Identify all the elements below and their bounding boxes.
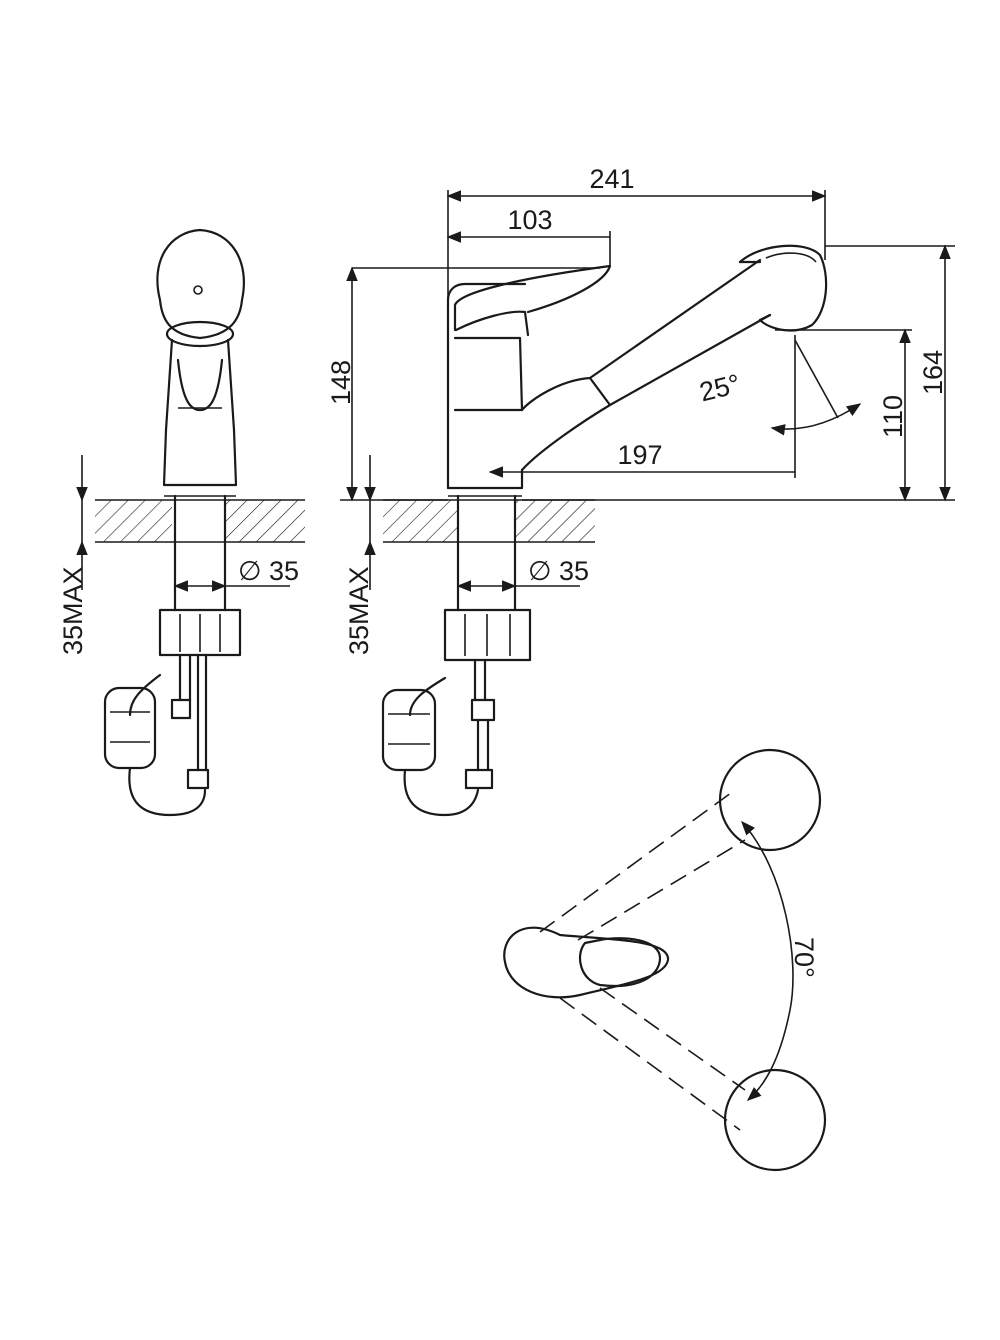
- hose-front: [178, 653, 192, 702]
- lever-handle-side: [453, 264, 612, 332]
- valve-cartridge-front: [103, 686, 157, 770]
- counter-max-label-side: 35MAX: [344, 566, 374, 655]
- base-diameter-label-side: ∅ 35: [528, 556, 589, 586]
- spray-nozzle-front: [165, 320, 235, 348]
- spout-reach-label: 197: [617, 440, 662, 470]
- spray-angle-label: 25°: [696, 368, 743, 407]
- height-spout-tip-label: 110: [878, 395, 908, 438]
- mounting-nut-front: [158, 608, 242, 657]
- top-view: 70°: [503, 748, 827, 1172]
- lever-grip-top: [578, 937, 662, 988]
- width-total-label: 241: [589, 164, 634, 194]
- height-outlet-label: 164: [918, 350, 948, 395]
- counter-max-label-front: 35MAX: [58, 566, 88, 655]
- valve-cartridge-side: [381, 688, 437, 772]
- height-handle-label: 148: [326, 360, 356, 405]
- faucet-body-front: [162, 338, 238, 487]
- hose-side: [473, 658, 487, 702]
- front-view: 35MAX ∅ 35: [58, 228, 305, 817]
- lever-top: [503, 926, 670, 999]
- lever-position-left: [718, 748, 822, 852]
- mounting-nut-side: [443, 608, 532, 662]
- handle-reach-label: 103: [507, 205, 552, 235]
- lever-rotation-label: 70°: [789, 937, 819, 978]
- side-view: 241 103 148 164 110 197 25° 35MAX: [326, 164, 955, 817]
- base-diameter-label-front: ∅ 35: [238, 556, 299, 586]
- faucet-body-side: [446, 282, 527, 490]
- spray-head-front: [156, 228, 245, 340]
- lever-position-right: [723, 1068, 827, 1172]
